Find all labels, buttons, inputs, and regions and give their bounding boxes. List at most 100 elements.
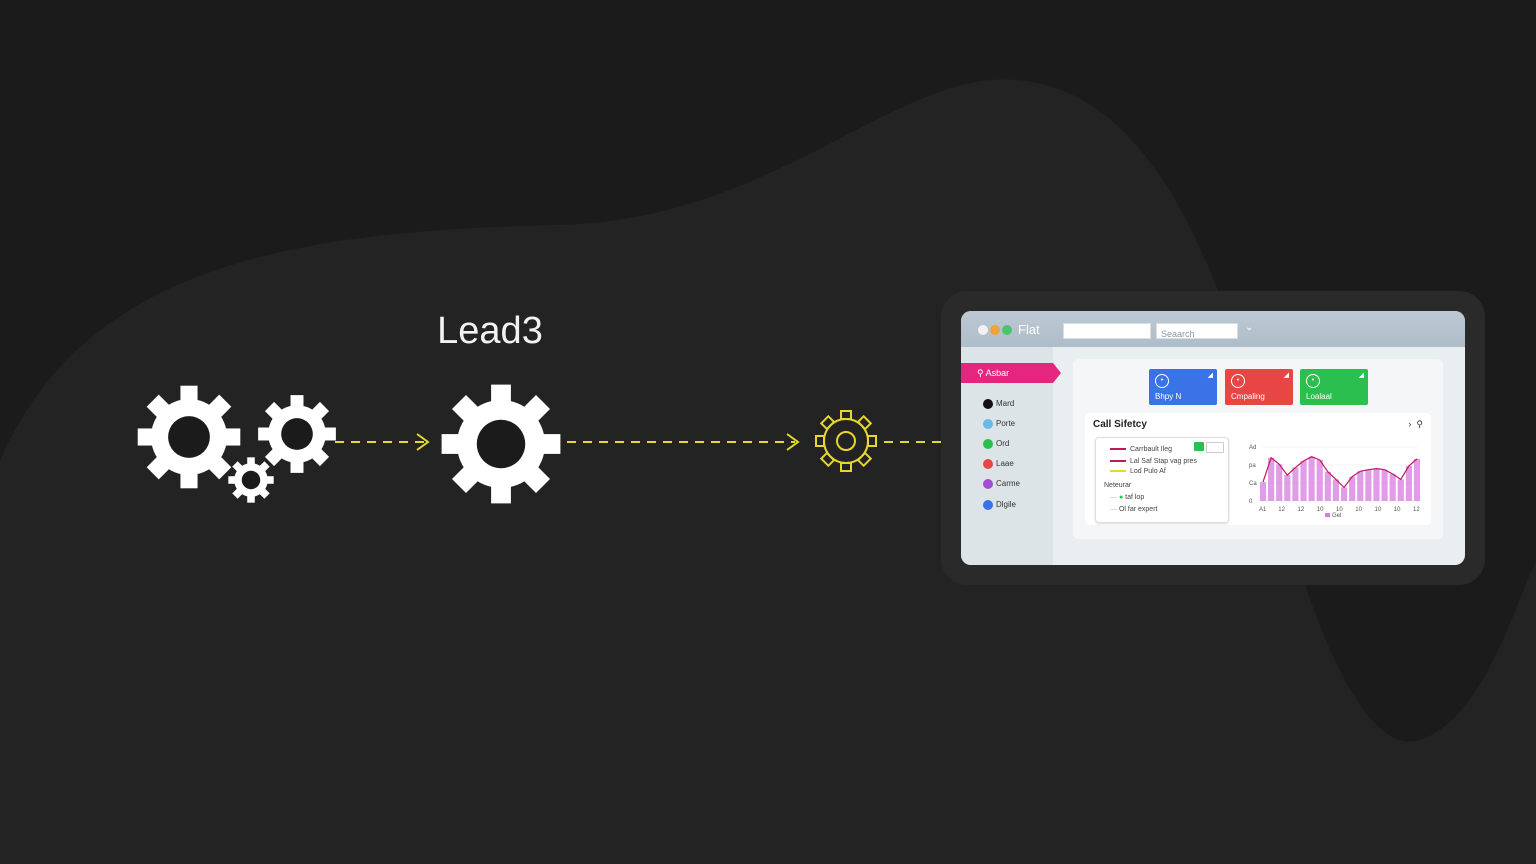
card-title: Call Sifetcy: [1093, 419, 1147, 430]
data-bar: [1332, 479, 1340, 501]
y-tick-label: Ad: [1249, 445, 1256, 451]
sidebar-item-label: Carme: [996, 479, 1021, 489]
x-tick-label: 12: [1298, 507, 1305, 513]
app-window: Flat Seaarch ⌄ ⚲ Asbar Mard Porte Ord La…: [961, 311, 1465, 565]
clock-icon: •: [1155, 374, 1169, 388]
data-bar: [1316, 459, 1323, 501]
sidebar-item[interactable]: Ord: [983, 439, 1009, 449]
checkbox-icon[interactable]: [1194, 442, 1204, 451]
legend-label: Carrbault Ileg: [1130, 446, 1173, 453]
x-tick-label: 12: [1413, 507, 1420, 513]
series-line: [1262, 456, 1418, 489]
tile-blue[interactable]: • ◢ Bhpy N: [1149, 369, 1217, 405]
gear-medium-icon: [258, 395, 336, 473]
main-content: • ◢ Bhpy N • ◢ Cmpaling • ◢ Loalaal Call…: [1073, 359, 1443, 539]
tile-red[interactable]: • ◢ Cmpaling: [1225, 369, 1293, 405]
card-tools: › ⚲: [1408, 419, 1423, 430]
window-dot-orange[interactable]: [990, 325, 1000, 335]
section-label: Neteurar: [1104, 482, 1132, 489]
x-tick-label: 10: [1394, 507, 1401, 513]
data-bar: [1308, 456, 1315, 501]
check-circle-icon: •: [1306, 374, 1320, 388]
sidebar-item-label: Ord: [996, 439, 1010, 449]
search-icon[interactable]: ⚲: [1416, 419, 1423, 429]
data-bar: [1292, 467, 1299, 501]
sidebar-item[interactable]: Dlgile: [983, 500, 1016, 510]
data-bar: [1284, 475, 1291, 501]
x-tick-label: 10: [1317, 507, 1324, 513]
data-bar: [1324, 471, 1331, 501]
chevron-right-icon[interactable]: ›: [1408, 419, 1412, 429]
dot-icon: [983, 419, 993, 429]
window-dot-white[interactable]: [978, 325, 988, 335]
y-tick-label: 0: [1249, 499, 1253, 505]
dot-icon: [983, 459, 993, 469]
title-input[interactable]: [1063, 323, 1151, 339]
dot-icon: [983, 500, 993, 510]
dot-icon: [983, 399, 993, 409]
search-icon: ⚲: [977, 368, 984, 378]
sidebar-item-active[interactable]: ⚲ Asbar: [961, 363, 1061, 383]
toggle-control[interactable]: [1206, 442, 1224, 453]
sub-item-label: taf lop: [1125, 494, 1145, 501]
x-tick-label: 10: [1375, 507, 1382, 513]
dot-icon: [983, 479, 993, 489]
sidebar-item-label: Dlgile: [996, 500, 1017, 510]
x-tick-label: 12: [1278, 507, 1285, 513]
x-tick-label: 10: [1355, 507, 1362, 513]
tile-label: Loalaal: [1306, 392, 1332, 401]
gear-small-icon: [228, 457, 274, 503]
legend-panel: Carrbault Ileg Lal Saf Stap vag pres Lod…: [1095, 437, 1229, 523]
status-dot-icon: ●: [1118, 494, 1124, 501]
gear-center-icon: [441, 384, 561, 504]
corner-arrow-icon: ◢: [1207, 372, 1213, 379]
data-bar: [1413, 458, 1421, 501]
refresh-icon: •: [1231, 374, 1245, 388]
sidebar-active-label: Asbar: [985, 368, 1010, 378]
legend-label: Gel: [1332, 513, 1341, 519]
sidebar-item[interactable]: Mard: [983, 399, 1014, 409]
data-bar: [1405, 465, 1412, 501]
data-bar: [1365, 469, 1372, 501]
data-bar: [1300, 461, 1307, 501]
data-bar: [1268, 457, 1275, 501]
legend-item: Carrbault Ileg: [1110, 446, 1172, 453]
y-tick-label: pa: [1249, 463, 1256, 469]
legend-swatch: [1325, 513, 1330, 517]
data-bar: [1259, 482, 1267, 501]
x-tick-label: A1: [1259, 507, 1267, 513]
sub-item-label: Ol far expert: [1118, 506, 1158, 513]
corner-arrow-icon: ◢: [1358, 372, 1364, 379]
sidebar-item[interactable]: Carme: [983, 479, 1020, 489]
app-titlebar: Flat Seaarch ⌄: [961, 311, 1465, 347]
corner-arrow-icon: ◢: [1283, 372, 1289, 379]
sidebar-item-label: Mard: [996, 399, 1015, 409]
arrow-2-head: [786, 433, 800, 451]
legend-label: Lod Pulo Af: [1130, 468, 1166, 475]
sidebar-item[interactable]: Laae: [983, 459, 1014, 469]
data-bar: [1340, 487, 1348, 501]
gear-large-icon: [137, 385, 241, 489]
tile-label: Bhpy N: [1155, 392, 1182, 401]
tile-label: Cmpaling: [1231, 392, 1265, 401]
call-safety-card: Call Sifetcy › ⚲ Carrbault Ileg Lal Saf …: [1085, 413, 1431, 525]
gear-outline-icon: [815, 410, 877, 472]
sidebar-item-label: Porte: [996, 419, 1016, 429]
data-bar: [1389, 474, 1396, 501]
legend-item: Lod Pulo Af: [1110, 468, 1166, 475]
dot-icon: [983, 439, 993, 449]
sidebar-item-label: Laae: [996, 459, 1014, 469]
sidebar: ⚲ Asbar Mard Porte Ord Laae Carme Dlgile: [961, 347, 1061, 565]
sidebar-item[interactable]: Porte: [983, 419, 1015, 429]
data-bar: [1381, 469, 1388, 501]
chevron-down-icon[interactable]: ⌄: [1245, 322, 1254, 333]
search-placeholder: Seaarch: [1161, 329, 1195, 339]
sub-item: — ● taf lop: [1110, 494, 1145, 501]
search-input[interactable]: Seaarch: [1156, 323, 1238, 339]
tile-green[interactable]: • ◢ Loalaal: [1300, 369, 1368, 405]
y-tick-label: Ca: [1249, 481, 1257, 487]
window-dot-green[interactable]: [1002, 325, 1012, 335]
